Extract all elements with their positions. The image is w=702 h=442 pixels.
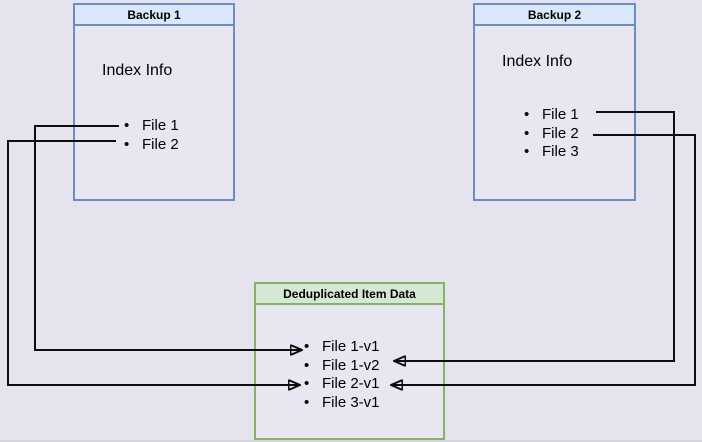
- backup1-file-list: File 1 File 2: [124, 117, 179, 154]
- backup2-index-info-label: Index Info: [502, 53, 573, 70]
- file-label: File 3: [542, 143, 579, 161]
- dedup-header: Deduplicated Item Data: [256, 284, 443, 305]
- backup1-index-info-label: Index Info: [102, 62, 173, 79]
- item-label: File 3-v1: [322, 394, 380, 412]
- backup1-header: Backup 1: [75, 5, 233, 26]
- dedup-item: File 1-v1: [304, 338, 380, 357]
- backup1-title: Backup 1: [127, 7, 181, 22]
- item-label: File 1-v1: [322, 338, 380, 355]
- backup2-file-item: File 2: [524, 125, 579, 144]
- backup2-file-item: File 3: [524, 143, 579, 162]
- dedup-item: File 2-v1: [304, 375, 380, 394]
- dedup-item: File 3-v1: [304, 394, 380, 413]
- backup1-file-item: File 2: [124, 136, 179, 155]
- dedup-box: Deduplicated Item Data File 1-v1 File 1-…: [254, 282, 445, 440]
- file-label: File 2: [542, 124, 579, 142]
- backup2-file-list: File 1 File 2 File 3: [524, 106, 579, 162]
- dedup-title: Deduplicated Item Data: [283, 286, 416, 301]
- file-label: File 1: [142, 117, 179, 134]
- file-label: File 2: [142, 135, 179, 153]
- dedup-item-list: File 1-v1 File 1-v2 File 2-v1 File 3-v1: [304, 338, 380, 413]
- item-label: File 2-v1: [322, 375, 380, 393]
- dedup-item: File 1-v2: [304, 357, 380, 376]
- item-label: File 1-v2: [322, 356, 380, 374]
- backup1-file-item: File 1: [124, 117, 179, 136]
- backup2-file-item: File 1: [524, 106, 579, 125]
- backup2-box: Backup 2 Index Info File 1 File 2 File 3: [473, 3, 636, 201]
- backup2-header: Backup 2: [475, 5, 634, 26]
- backup1-box: Backup 1 Index Info File 1 File 2: [73, 3, 235, 201]
- backup2-title: Backup 2: [527, 7, 582, 22]
- file-label: File 1: [542, 106, 579, 123]
